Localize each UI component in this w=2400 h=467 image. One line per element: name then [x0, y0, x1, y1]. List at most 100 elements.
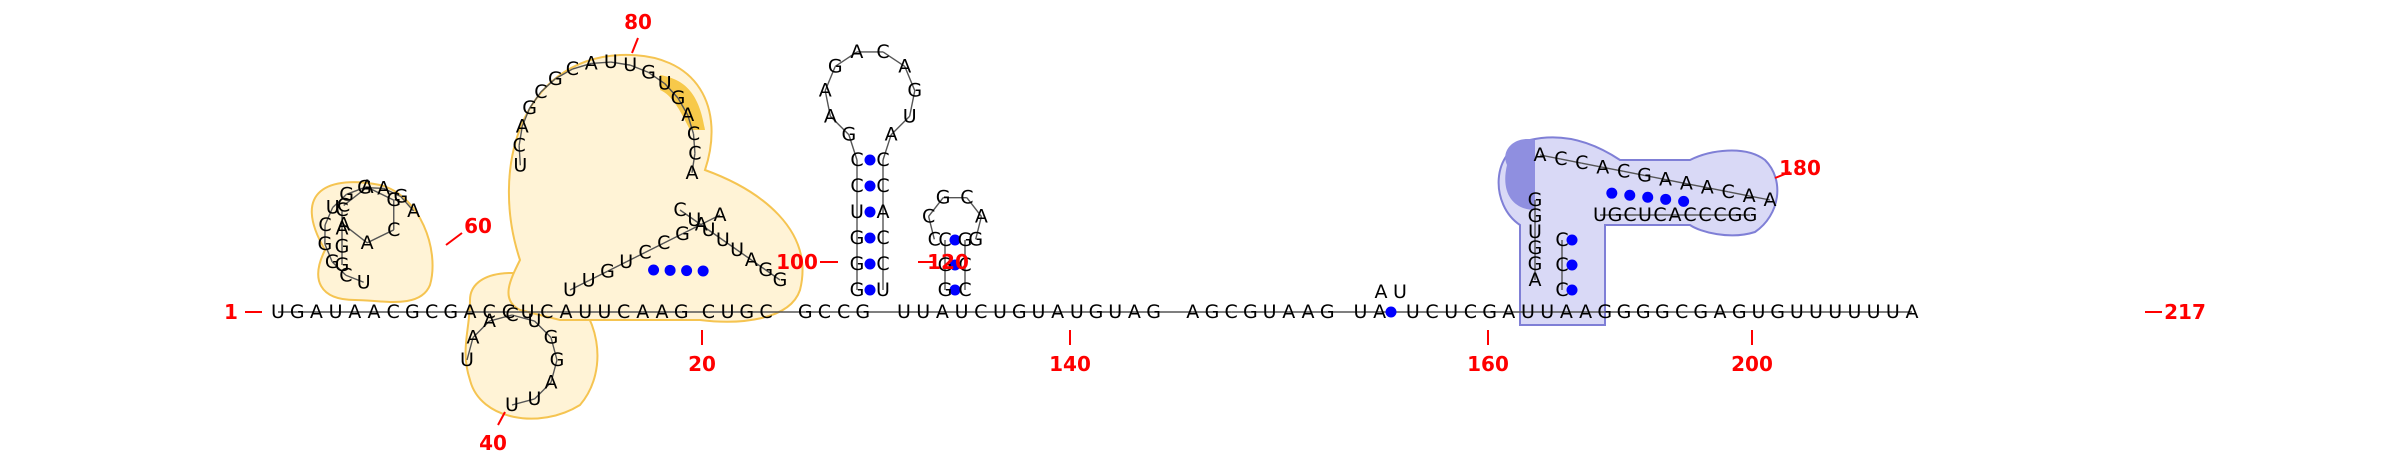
nucleotide: A — [1534, 144, 1547, 166]
nucleotide: A — [824, 105, 837, 127]
nucleotide: A — [1579, 301, 1592, 323]
position-number: 140 — [1049, 352, 1091, 376]
backbone-layer — [278, 51, 1912, 406]
nucleotide: G — [1528, 237, 1543, 259]
nucleotide: C — [1675, 301, 1688, 323]
backbone-segment — [534, 320, 552, 338]
backbone-segment — [928, 197, 944, 217]
nucleotide: C — [818, 301, 831, 323]
nucleotide: C — [958, 279, 971, 301]
nucleotide: U — [563, 279, 577, 301]
nucleotide: A — [1714, 301, 1727, 323]
nucleotide: G — [1617, 301, 1632, 323]
nucleotide: U — [897, 301, 911, 323]
nucleotide: U — [1593, 204, 1607, 226]
position-number: 160 — [1467, 352, 1509, 376]
nucleotide: G — [318, 233, 333, 255]
base-pair-dot — [864, 258, 876, 270]
nucleotide: C — [1555, 229, 1568, 251]
nucleotide: C — [1554, 148, 1567, 170]
position-number: 40 — [479, 431, 507, 455]
nucleotide: A — [1502, 301, 1515, 323]
nucleotide: U — [505, 394, 519, 416]
nucleotide: A — [337, 214, 350, 236]
nucleotide: C — [339, 264, 352, 286]
nucleotide: U — [687, 209, 701, 231]
backbone-segment — [700, 214, 721, 226]
position-number: 1 — [224, 300, 238, 324]
backbone-segment — [324, 207, 334, 226]
nucleotide: U — [1031, 301, 1045, 323]
backbone-segment — [679, 209, 695, 221]
nucleotide: G — [1693, 301, 1708, 323]
backbone-segment — [1539, 154, 1562, 160]
backbone-segment — [569, 279, 590, 291]
base-pair-dot — [648, 264, 660, 276]
nucleotide: U — [903, 105, 917, 127]
backbone-segment — [691, 153, 696, 173]
nucleotide: A — [1560, 301, 1573, 323]
nucleotide: U — [730, 239, 744, 261]
nucleotide: C — [850, 149, 863, 171]
nucleotide: U — [993, 301, 1007, 323]
nucleotide: G — [405, 301, 420, 323]
base-pair-dot — [949, 234, 961, 246]
nucleotide: U — [1108, 301, 1122, 323]
nucleotide: C — [1713, 204, 1726, 226]
backbone-segment — [572, 62, 592, 70]
backbone-segment — [591, 61, 611, 65]
nucleotide: C — [850, 175, 863, 197]
nucleotide: A — [368, 301, 381, 323]
nucleotide: U — [271, 301, 285, 323]
backbone-segment — [610, 61, 631, 66]
nucleotide: U — [1751, 301, 1765, 323]
nucleotide: A — [1764, 189, 1777, 211]
nucleotide: A — [544, 372, 557, 394]
nucleotide: G — [1770, 301, 1785, 323]
nucleotide: A — [885, 124, 898, 146]
backbone-segment — [518, 145, 522, 166]
highlight-layer — [310, 53, 1779, 420]
backbone-segment — [693, 219, 709, 231]
number-tick — [1774, 171, 1791, 179]
nucleotide: A — [681, 104, 694, 126]
nucleotide: C — [876, 253, 889, 275]
backbone-segment — [848, 134, 858, 161]
nucleotide: U — [1393, 281, 1407, 303]
backbone-segment — [343, 224, 368, 244]
backbone-segment — [511, 398, 535, 406]
nucleotide: U — [1528, 221, 1542, 243]
nucleotide: G — [335, 236, 350, 258]
backbone-segment — [489, 314, 513, 322]
nucleotide: C — [1575, 152, 1588, 174]
base-pair-dot — [1566, 284, 1578, 296]
nucleotide: A — [819, 80, 832, 102]
base-pair-dot — [1678, 195, 1690, 207]
nucleotide: C — [876, 149, 889, 171]
nucleotide: C — [1623, 204, 1636, 226]
backbone-segment — [1728, 191, 1750, 197]
nucleotide: G — [1528, 205, 1543, 227]
position-number: 20 — [688, 352, 716, 376]
nucleotide: U — [1886, 301, 1900, 323]
backbone-segment — [890, 115, 911, 136]
nucleotide: G — [958, 229, 973, 251]
backbone-segment — [882, 51, 906, 68]
nucleotide: C — [1464, 301, 1477, 323]
backbone-segment — [346, 186, 365, 195]
backbone-segment — [663, 233, 683, 244]
backbone-segment — [345, 274, 364, 283]
backbone-segment — [1602, 166, 1624, 173]
nucleotide: A — [936, 301, 949, 323]
nucleotide: G — [968, 228, 983, 250]
backbone-segment — [648, 71, 666, 85]
nucleotide: G — [1089, 301, 1104, 323]
nucleotide: U — [1809, 301, 1823, 323]
backbone-segment — [908, 90, 916, 117]
position-number: 60 — [464, 214, 492, 238]
nucleotide: G — [522, 97, 537, 119]
nucleotide: G — [1012, 301, 1027, 323]
nucleotide: G — [674, 301, 689, 323]
position-number: 217 — [2164, 300, 2206, 324]
nucleotide: C — [1698, 204, 1711, 226]
